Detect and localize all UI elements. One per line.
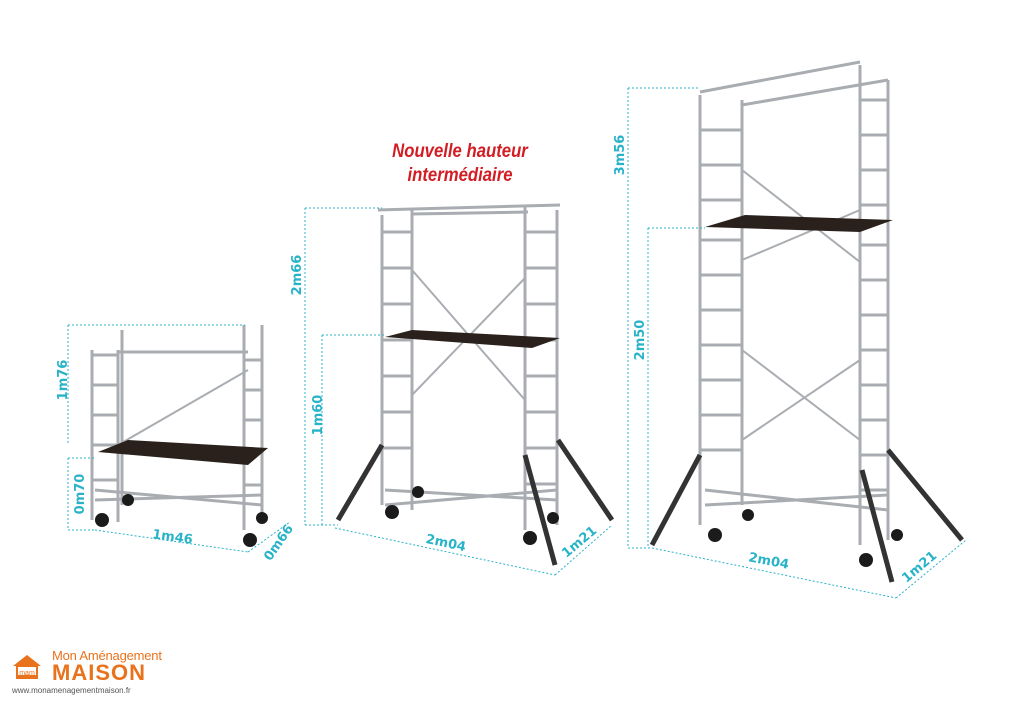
small-width-label: 0m66	[261, 522, 297, 564]
large-height-lower-label: 2m50	[633, 320, 648, 361]
platform-large	[705, 215, 893, 232]
large-height-upper-label: 3m56	[613, 135, 628, 176]
large-width-label: 1m21	[899, 548, 940, 586]
medium-height-lower-label: 1m60	[311, 395, 326, 436]
svg-text:mam: mam	[19, 670, 35, 676]
medium-width-label: 1m21	[559, 523, 600, 561]
medium-height-upper-label: 2m66	[290, 255, 305, 296]
wheels-medium	[385, 486, 559, 545]
logo-badge: mam	[19, 670, 35, 676]
small-length-label: 1m46	[151, 527, 193, 548]
large-length-label: 2m04	[747, 550, 790, 572]
headline-line1: Nouvelle hauteur	[392, 141, 528, 162]
brand-logo[interactable]: mam Mon Aménagement MAISON www.monamenag…	[12, 648, 202, 698]
scaffold-large	[698, 60, 890, 545]
dimension-lines	[67, 87, 967, 599]
logo-url[interactable]: www.monamenagementmaison.fr	[12, 686, 131, 695]
logo-main-text: MAISON	[52, 660, 146, 685]
house-icon	[13, 655, 41, 679]
platform-medium	[385, 330, 560, 348]
small-height-upper-label: 1m76	[56, 360, 71, 401]
platform-small	[98, 440, 268, 465]
wheels-small	[95, 494, 268, 547]
wheels-large	[708, 509, 903, 567]
headline: Nouvelle hauteur intermédiaire	[381, 140, 539, 188]
scaffold-small	[90, 325, 264, 530]
small-height-lower-label: 0m70	[73, 474, 88, 515]
headline-line2: intermédiaire	[407, 165, 513, 186]
stabilizers-large	[649, 448, 964, 583]
logo-top-text: Mon Aménagement	[52, 648, 162, 663]
stabilizers-medium	[335, 438, 615, 566]
scaffold-medium	[377, 203, 561, 530]
